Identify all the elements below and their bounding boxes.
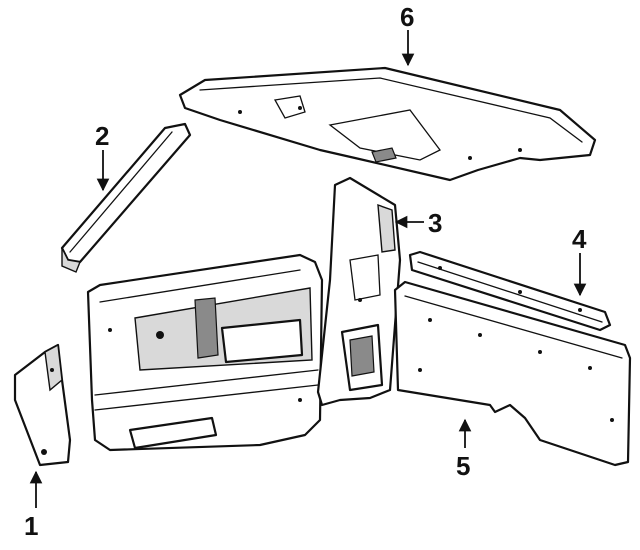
- door-trim-panel: [86, 253, 324, 452]
- callout-3: 3: [428, 208, 442, 238]
- callout-6: 6: [400, 2, 414, 32]
- callout-5: 5: [456, 451, 470, 481]
- callout-1: 1: [24, 511, 38, 541]
- headliner-part: [178, 66, 597, 182]
- lower-side-panel-part: [393, 280, 632, 467]
- pillar-trim-part: [60, 122, 192, 273]
- quarter-trim-part: [316, 176, 402, 407]
- callout-2: 2: [95, 121, 109, 151]
- kick-panel-part: [13, 343, 72, 467]
- callout-4: 4: [572, 224, 587, 254]
- upper-side-strip-part: [408, 250, 612, 332]
